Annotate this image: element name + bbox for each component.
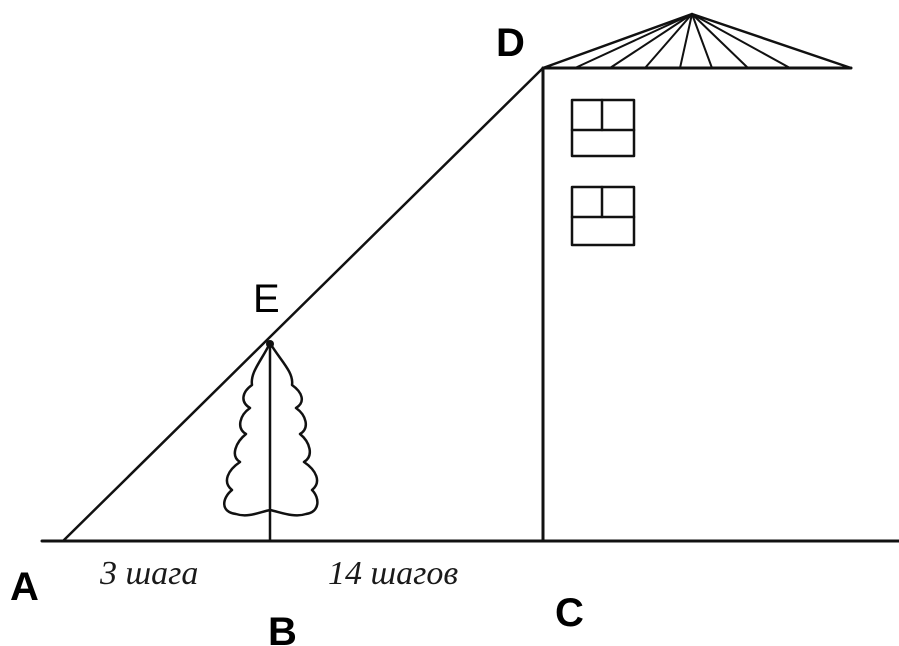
roof-rib xyxy=(691,13,749,69)
roof-rib xyxy=(609,13,693,69)
tree xyxy=(223,340,319,543)
measure-ab: 3 шага xyxy=(99,555,198,592)
roof-rib xyxy=(679,13,693,69)
label-point-e: E xyxy=(253,277,280,321)
label-point-d: D xyxy=(496,21,525,65)
roof xyxy=(541,12,853,70)
roof-rib xyxy=(644,13,693,69)
tree-crown xyxy=(223,341,319,517)
label-point-c: C xyxy=(555,591,584,635)
roof-rib xyxy=(574,13,693,69)
roof-rib xyxy=(691,13,791,69)
point-e-dot xyxy=(266,340,274,348)
window xyxy=(570,185,636,247)
sight-line-ad xyxy=(61,66,545,543)
building xyxy=(541,12,853,543)
roof-left-edge xyxy=(541,12,694,70)
roof-right-edge xyxy=(690,12,853,70)
label-point-a: A xyxy=(10,565,39,609)
measure-bc: 14 шагов xyxy=(328,555,458,592)
window xyxy=(570,98,636,158)
roof-rib xyxy=(691,13,713,69)
label-point-b: B xyxy=(268,610,297,646)
